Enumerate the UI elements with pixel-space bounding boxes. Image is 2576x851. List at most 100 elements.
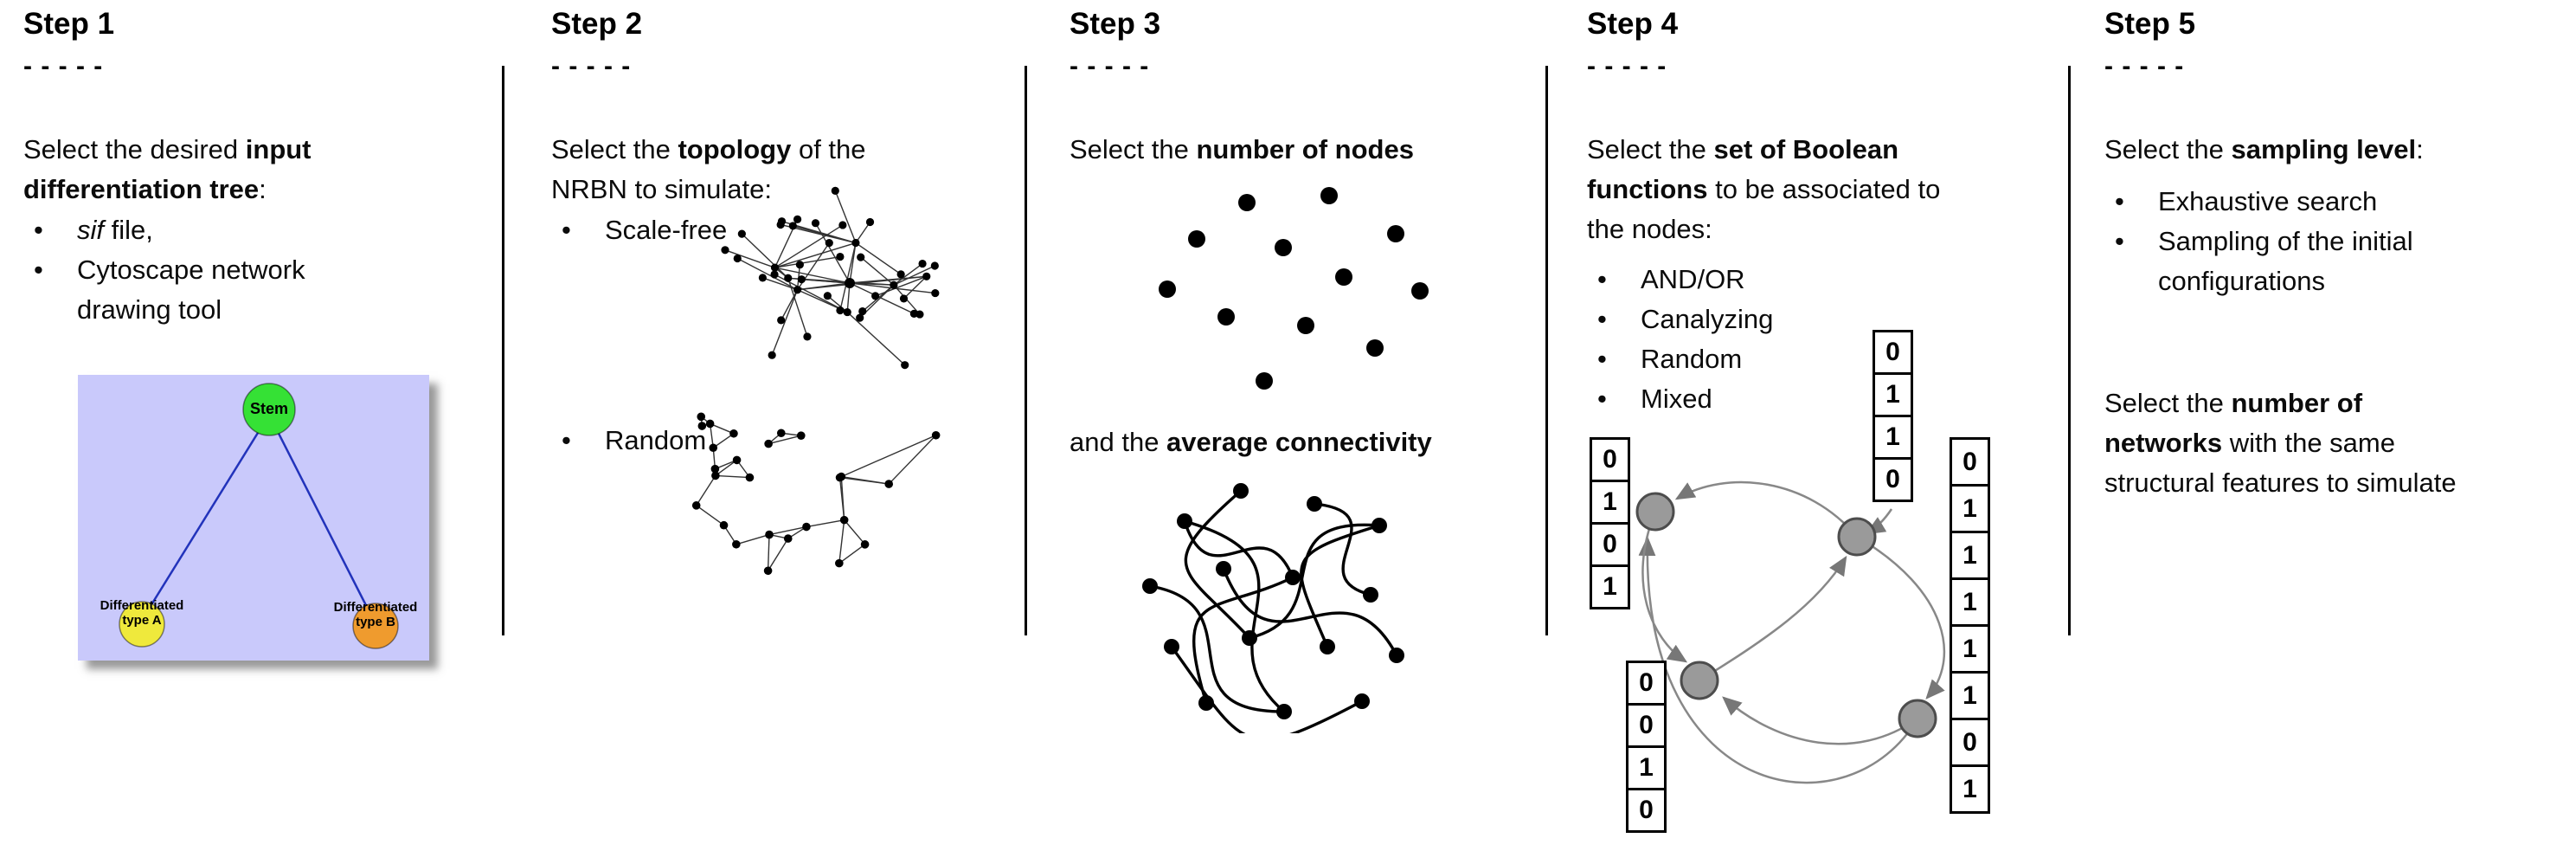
step1-intro: Select the desired input differentiation…	[23, 130, 543, 210]
step-dashes: - - - - -	[1070, 52, 1150, 81]
graph-edge	[1699, 555, 1847, 682]
intro-post: :	[259, 174, 267, 204]
list-item: Canalyzing	[1587, 300, 2106, 339]
step5-bullet-list: Exhaustive search Sampling of the initia…	[2104, 182, 2576, 301]
step-title: Step 5	[2104, 7, 2196, 41]
list-item: sif file,	[23, 210, 543, 250]
intro-pre: Select the	[551, 134, 678, 164]
truth-table-right: 0 1 1 1 1 1 0 1	[1950, 437, 1990, 814]
truth-table-cell: 1	[1626, 745, 1667, 790]
truth-table-cell: 1	[1950, 671, 1990, 720]
step2-bullet-scalefree: Scale-free	[551, 210, 811, 250]
truth-table-cell: 0	[1590, 437, 1630, 482]
graph-node	[1680, 661, 1719, 700]
bullet-rest: file,	[104, 215, 153, 245]
truth-table-left: 0 1 0 1	[1590, 437, 1630, 609]
text-bold: number of networks	[2104, 388, 2363, 458]
list-item: Exhaustive search	[2104, 182, 2576, 222]
type-b-node	[352, 603, 399, 649]
list-item: Random	[1587, 339, 2106, 379]
random-network-image	[691, 412, 941, 576]
connectivity-network-image	[1142, 483, 1404, 733]
intro-bold: input differentiation tree	[23, 134, 312, 204]
truth-table-top: 0 1 1 0	[1873, 330, 1913, 502]
list-item: Sampling of the initial configurations	[2104, 222, 2576, 301]
step-dashes: - - - - -	[551, 52, 632, 81]
step4-intro: Select the set of Boolean functions to b…	[1587, 130, 2106, 249]
truth-table-cell: 1	[1873, 415, 1913, 460]
scale-free-network-image	[721, 186, 940, 370]
step1-bullet-list: sif file, Cytoscape network drawing tool	[23, 210, 543, 330]
bullet-text: Cytoscape network drawing tool	[77, 255, 305, 325]
bullet-text: Sampling of the initial configurations	[2158, 226, 2413, 296]
truth-table-cell: 1	[1590, 480, 1630, 525]
intro-post: of the NRBN to simulate:	[551, 134, 866, 204]
text-bold: number of nodes	[1196, 134, 1414, 164]
graph-edge	[1674, 480, 1858, 538]
step2-intro: Select the topology of the NRBN to simul…	[551, 130, 1070, 210]
differentiation-tree-image: Stem Differentiated type A Differentiate…	[78, 375, 429, 661]
step-dashes: - - - - -	[2104, 52, 2185, 81]
truth-table-cell: 0	[1950, 437, 1990, 487]
stem-label: Stem	[249, 400, 288, 417]
list-item: Random	[551, 421, 811, 461]
sif-italic: sif	[77, 215, 104, 245]
bullet-text: Exhaustive search	[2158, 186, 2378, 216]
step-title: Step 1	[23, 7, 115, 41]
step-5-column: Step 5 - - - - - Select the sampling lev…	[2104, 0, 2576, 851]
text-pre: Select the	[2104, 388, 2232, 418]
type-a-label: Differentiated type A	[100, 598, 184, 628]
list-item: AND/OR	[1587, 260, 2106, 300]
type-b-label: Differentiated type B	[333, 600, 418, 629]
stem-node	[242, 383, 296, 436]
intro-post: to be associated to the nodes:	[1587, 174, 1941, 244]
nodes-scatter-image	[1159, 187, 1429, 390]
truth-table-cell: 1	[1950, 624, 1990, 674]
step-dashes: - - - - -	[23, 52, 104, 81]
graph-node	[1898, 699, 1937, 738]
bullet-text: Scale-free	[605, 215, 728, 245]
list-item: Scale-free	[551, 210, 811, 250]
text-pre: Select the	[1070, 134, 1197, 164]
step-title: Step 2	[551, 7, 643, 41]
bullet-text: Mixed	[1641, 384, 1712, 414]
step-title: Step 3	[1070, 7, 1161, 41]
graph-edge	[1641, 511, 1688, 663]
text-pre: and the	[1070, 427, 1167, 457]
intro-bold: topology	[678, 134, 792, 164]
step3-line1: Select the number of nodes	[1070, 130, 1589, 170]
intro-post: :	[2416, 134, 2424, 164]
step3-line2: and the average connectivity	[1070, 422, 1589, 462]
text-bold: average connectivity	[1166, 427, 1432, 457]
truth-table-cell: 0	[1590, 522, 1630, 567]
bullet-text: Canalyzing	[1641, 304, 1774, 334]
truth-table-cell: 1	[1950, 484, 1990, 533]
tree-graphic	[78, 375, 429, 661]
column-divider	[502, 66, 504, 635]
truth-table-cell: 1	[1950, 531, 1990, 580]
graph-edge	[1722, 696, 1918, 745]
step-2-column: Step 2 - - - - - Select the topology of …	[551, 0, 1023, 851]
graph-edge	[1856, 535, 1946, 699]
intro-bold: set of Boolean functions	[1587, 134, 1899, 204]
step5-paragraph2: Select the number of networks with the s…	[2104, 384, 2576, 503]
tree-edge-left	[142, 414, 271, 618]
list-item: Mixed	[1587, 379, 2106, 419]
intro-pre: Select the	[2104, 134, 2232, 164]
truth-table-bottom-left: 0 0 1 0	[1626, 661, 1667, 833]
bullet-text: AND/OR	[1641, 264, 1745, 294]
intro-bold: sampling level	[2231, 134, 2417, 164]
intro-pre: Select the	[1587, 134, 1714, 164]
truth-table-cell: 1	[1950, 764, 1990, 814]
graph-node	[1837, 517, 1877, 557]
text-post: with the same structural features to sim…	[2104, 428, 2457, 498]
boolean-graph-image	[1635, 480, 1946, 784]
truth-table-cell: 0	[1626, 661, 1667, 706]
step-3-column: Step 3 - - - - - Select the number of no…	[1070, 0, 1545, 851]
bullet-text: sif file,	[77, 215, 153, 245]
truth-table-cell: 1	[1590, 564, 1630, 609]
step4-bullet-list: AND/OR Canalyzing Random Mixed	[1587, 260, 2106, 419]
step-4-column: Step 4 - - - - - Select the set of Boole…	[1587, 0, 2072, 851]
step-dashes: - - - - -	[1587, 52, 1667, 81]
step5-intro: Select the sampling level:	[2104, 130, 2576, 170]
